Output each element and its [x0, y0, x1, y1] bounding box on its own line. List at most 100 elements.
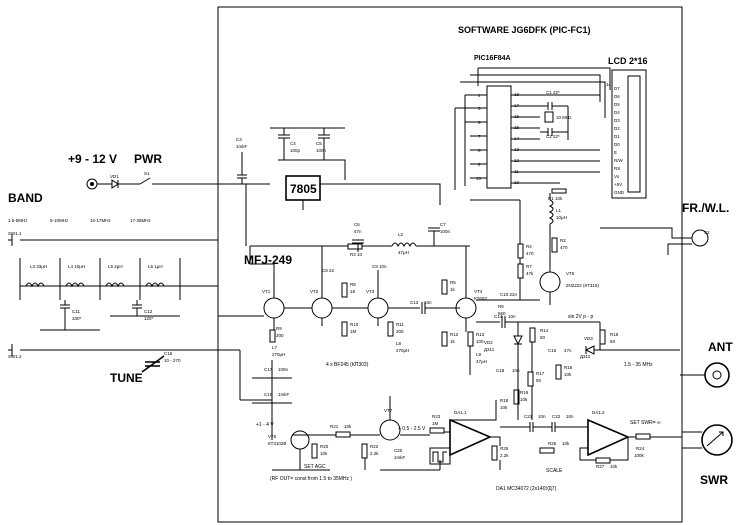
r12-value: 1k: [450, 339, 456, 344]
c22-value: 10n: [566, 414, 574, 419]
l9-value: 47μH: [476, 359, 487, 364]
vt4-type: КТ603: [474, 296, 487, 301]
l2-inductor-icon: [391, 242, 417, 248]
c5-label: C5: [316, 141, 322, 146]
l7-label: L7: [272, 345, 278, 350]
r4-value: 470: [526, 251, 534, 256]
r20-label: R20: [320, 444, 329, 449]
c19-value: 1mkF: [278, 392, 290, 397]
c18-value: 10n: [512, 368, 520, 373]
svg-text:+5V: +5V: [614, 182, 622, 187]
c4-value: 100p: [290, 148, 301, 153]
r10-value: 1M: [350, 329, 357, 334]
c15-label: C15: [164, 351, 173, 356]
band-3-label: 10-17MHz: [90, 218, 112, 223]
r24-value: 100k: [634, 453, 645, 458]
c17-label: C17: [264, 367, 273, 372]
r4-label: R4: [526, 244, 532, 249]
c17-value: 100n: [278, 367, 289, 372]
c4-label: C4: [290, 141, 296, 146]
l1-label: L1: [556, 208, 562, 213]
vd3-label: VD3: [584, 336, 593, 341]
svg-text:D5: D5: [614, 102, 620, 107]
da11-opamp: [449, 418, 492, 457]
regulator-label: 7805: [290, 182, 317, 196]
band-1-label: 1.5-5MHz: [8, 218, 28, 223]
crystal-icon: [544, 111, 554, 123]
c16-label: C16: [548, 348, 557, 353]
svg-text:D7: D7: [614, 86, 620, 91]
set-swr-label: SET SWR= ∞: [630, 420, 661, 426]
agc-note: (RF OUT= const from 1.5 to 35MHz ): [270, 476, 352, 482]
c19-label: C19: [264, 392, 273, 397]
tune-label: TUNE: [110, 371, 143, 385]
vd3-type: Д311: [580, 354, 591, 359]
svg-text:D6: D6: [614, 94, 620, 99]
vt7-label: VT7: [384, 408, 393, 413]
s2-label: S2: [704, 230, 710, 235]
r3-resistor: [347, 243, 363, 250]
crystal-label: 10 MHz: [556, 115, 572, 120]
vt5-label: VT5: [566, 271, 575, 276]
c11-value: 330*: [72, 316, 82, 321]
vd2-label: VD2: [484, 340, 493, 345]
vt1-transistor: [263, 297, 285, 319]
vd2-type: Д311: [484, 347, 495, 352]
l2-value: 47μH: [398, 250, 409, 255]
vt2-transistor: [311, 297, 333, 319]
r22-label: R22: [370, 444, 379, 449]
r2-value: 470: [560, 245, 568, 250]
r15-value: 50: [610, 339, 616, 344]
tune-capacitor-icon: [141, 355, 165, 373]
c1-label: C1 22*: [546, 90, 560, 95]
r13-label: R13: [476, 332, 485, 337]
ant-label: ANT: [708, 340, 733, 354]
svg-text:R/W: R/W: [614, 158, 624, 163]
band-2-label: 5-10MHz: [50, 218, 69, 223]
vt4-label: VT4: [474, 289, 483, 294]
r14-value: 50: [540, 335, 546, 340]
svg-text:D0: D0: [614, 142, 620, 147]
vt5-type: 2N2222 (КТ315): [566, 283, 599, 288]
c14-label: C14: [494, 314, 503, 319]
c3-value: 1mkF: [236, 144, 248, 149]
pic-pins-left: 4 5 6 7 8 9 10: [476, 93, 482, 181]
r18-label: R18: [500, 398, 509, 403]
r6-value: 560: [498, 311, 506, 316]
l8-value: 270μH: [396, 348, 409, 353]
r26-label: R26: [548, 441, 557, 446]
c8-label: C8 22: [322, 268, 335, 273]
vt2-label: VT2: [310, 289, 319, 294]
ant-connector[interactable]: [704, 362, 730, 388]
enclosure-box: [217, 6, 683, 523]
lcd-pins: D7 D6 D5 D4 D3 D2 D1 D0 E R/W RS Vo +5V …: [614, 86, 625, 195]
vt7-transistor: [379, 419, 401, 441]
c12-label: C12: [144, 309, 153, 314]
c3-label: C3: [236, 137, 242, 142]
swr-meter: [701, 424, 733, 456]
scale-label: SCALE: [546, 468, 563, 474]
r18-value: 10k: [500, 405, 508, 410]
mfj-label: MFJ-249: [244, 253, 292, 267]
svg-text:RS: RS: [614, 166, 620, 171]
r21-value: 10k: [344, 424, 352, 429]
lcd-label: LCD 2*16: [608, 56, 648, 66]
r24-label: R24: [636, 446, 645, 451]
r7-label: R7: [526, 264, 532, 269]
r21-label: R21: [330, 424, 339, 429]
l2-label: L2: [398, 232, 404, 237]
r12-label: R12: [450, 332, 459, 337]
r9-value: 200: [276, 333, 284, 338]
r25-value: 2.2k: [500, 453, 509, 458]
vd3-diode-icon: [584, 345, 595, 355]
c6-value: 47n: [354, 229, 362, 234]
c21-label: C21: [524, 414, 533, 419]
r25-label: R25: [500, 446, 509, 451]
r22-value: 2.2k: [370, 451, 379, 456]
r11-value: 200: [396, 329, 404, 334]
r14-label: R14: [540, 328, 549, 333]
r1-resistor: [551, 188, 567, 194]
vt3-label: VT3: [366, 289, 375, 294]
svg-text:D1: D1: [614, 134, 620, 139]
svg-text:E: E: [614, 150, 617, 155]
